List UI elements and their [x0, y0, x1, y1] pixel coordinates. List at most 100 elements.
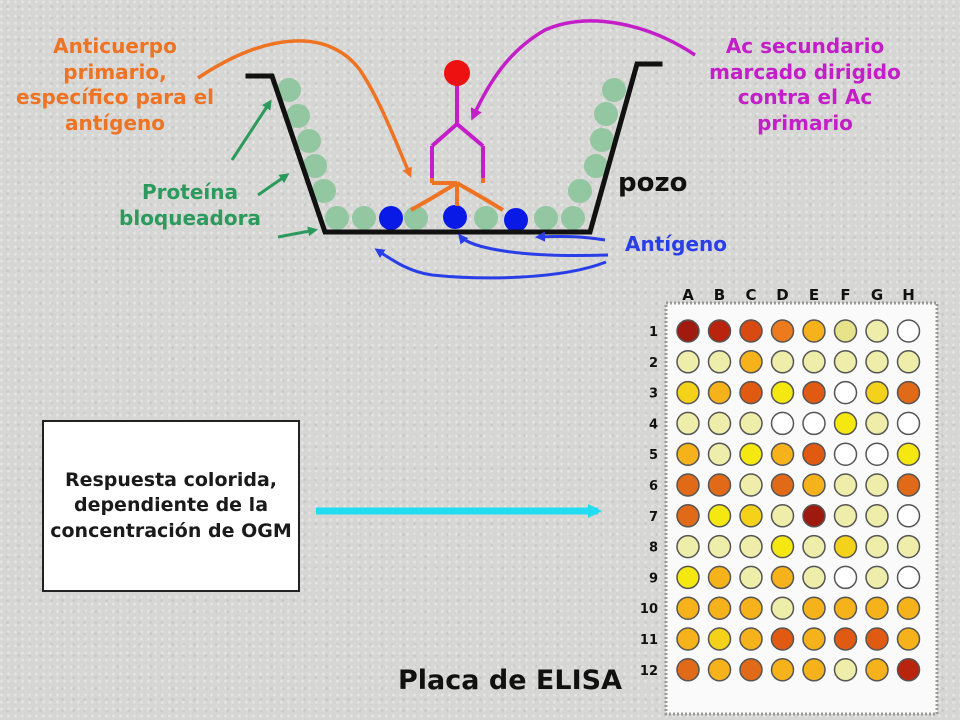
plate-well	[802, 473, 826, 497]
plate-well	[865, 504, 889, 528]
plate-well	[676, 442, 700, 466]
plate-well	[896, 658, 921, 682]
plate-well	[770, 350, 795, 374]
plate-well	[802, 504, 826, 528]
plate-well	[770, 504, 795, 528]
plate-well	[802, 627, 826, 651]
plate-well	[739, 534, 763, 559]
plate-well	[802, 380, 826, 405]
plate-well	[707, 350, 732, 374]
plate-well	[739, 411, 763, 436]
blocking-proteins	[277, 78, 626, 230]
plate-well	[739, 627, 763, 651]
plate-row-label: 1	[649, 325, 658, 340]
plate-well	[896, 380, 921, 405]
arrow-secondary-antibody	[470, 19, 696, 121]
plate-well	[707, 627, 732, 651]
plate-well	[896, 504, 921, 528]
plate-wells	[676, 319, 921, 682]
plate-well	[707, 596, 732, 620]
plate-well	[707, 442, 732, 466]
plate-well	[707, 473, 732, 497]
arrow-antigen-1	[535, 231, 606, 242]
arrow-blocking-1	[230, 99, 272, 161]
plate-well	[833, 627, 858, 651]
plate-well	[865, 319, 889, 343]
enzyme-label-dot	[444, 60, 470, 86]
arrow-primary-antibody	[197, 39, 412, 178]
plate-column-label: H	[902, 286, 915, 304]
plate-well	[833, 319, 858, 343]
plate-well	[896, 534, 921, 559]
plate-well	[865, 565, 889, 590]
primary-antibody	[410, 146, 505, 212]
plate-well	[676, 411, 700, 436]
plate-well	[739, 565, 763, 590]
plate-well	[896, 473, 921, 497]
plate-well	[676, 565, 700, 590]
plate-row-label: 2	[649, 356, 658, 371]
plate-well	[802, 411, 826, 436]
plate-column-label: F	[840, 286, 850, 304]
plate-well	[676, 504, 700, 528]
plate-well	[802, 534, 826, 559]
plate-well	[833, 350, 858, 374]
plate-well	[770, 565, 795, 590]
label-antigen: Antígeno	[625, 232, 727, 256]
plate-row-label: 3	[649, 387, 658, 402]
plate-well	[896, 442, 921, 466]
arrow-blocking-2	[257, 173, 290, 197]
plate-well	[707, 658, 732, 682]
plate-well	[802, 442, 826, 466]
plate-row-label: 5	[649, 448, 658, 463]
plate-well	[865, 596, 889, 620]
plate-well	[865, 380, 889, 405]
colored-response-box: Respuesta colorida, dependiente de la co…	[42, 420, 300, 592]
plate-row-label: 10	[640, 602, 658, 617]
plate-row-label: 6	[649, 479, 658, 494]
label-primary-antibody: Anticuerpo primario, específico para el …	[16, 34, 214, 135]
plate-well	[896, 627, 921, 651]
plate-well	[676, 534, 700, 559]
plate-well	[896, 411, 921, 436]
plate-well	[739, 596, 763, 620]
plate-well	[676, 319, 700, 343]
colored-response-text: Respuesta colorida, dependiente de la co…	[50, 468, 292, 542]
label-elisa-plate: Placa de ELISA	[398, 665, 622, 696]
plate-well	[707, 534, 732, 559]
plate-well	[802, 596, 826, 620]
plate-column-label: A	[682, 286, 694, 304]
plate-well	[770, 596, 795, 620]
plate-well	[770, 534, 795, 559]
label-secondary-antibody: Ac secundario marcado dirigido contra el…	[709, 34, 901, 135]
plate-well	[802, 350, 826, 374]
plate-row-label: 12	[640, 664, 658, 679]
plate-well	[739, 319, 763, 343]
plate-well	[833, 658, 858, 682]
plate-well	[676, 380, 700, 405]
plate-well	[865, 658, 889, 682]
plate-well	[739, 473, 763, 497]
plate-well	[676, 350, 700, 374]
plate-well	[676, 627, 700, 651]
plate-well	[676, 473, 700, 497]
plate-well	[770, 442, 795, 466]
plate-column-label: D	[776, 286, 788, 304]
plate-well	[770, 627, 795, 651]
well-outline	[245, 61, 663, 235]
plate-well	[707, 319, 732, 343]
plate-well	[770, 319, 795, 343]
plate-well	[802, 658, 826, 682]
arrow-blocking-3	[277, 226, 318, 239]
plate-well	[707, 565, 732, 590]
plate-row-label: 8	[649, 541, 658, 556]
plate-well	[707, 504, 732, 528]
secondary-antibody	[430, 85, 485, 178]
plate-well	[676, 658, 700, 682]
plate-row-label: 7	[649, 510, 658, 525]
arrow-antigen-2	[458, 233, 609, 258]
plate-well	[833, 411, 858, 436]
plate-column-label: C	[745, 286, 756, 304]
